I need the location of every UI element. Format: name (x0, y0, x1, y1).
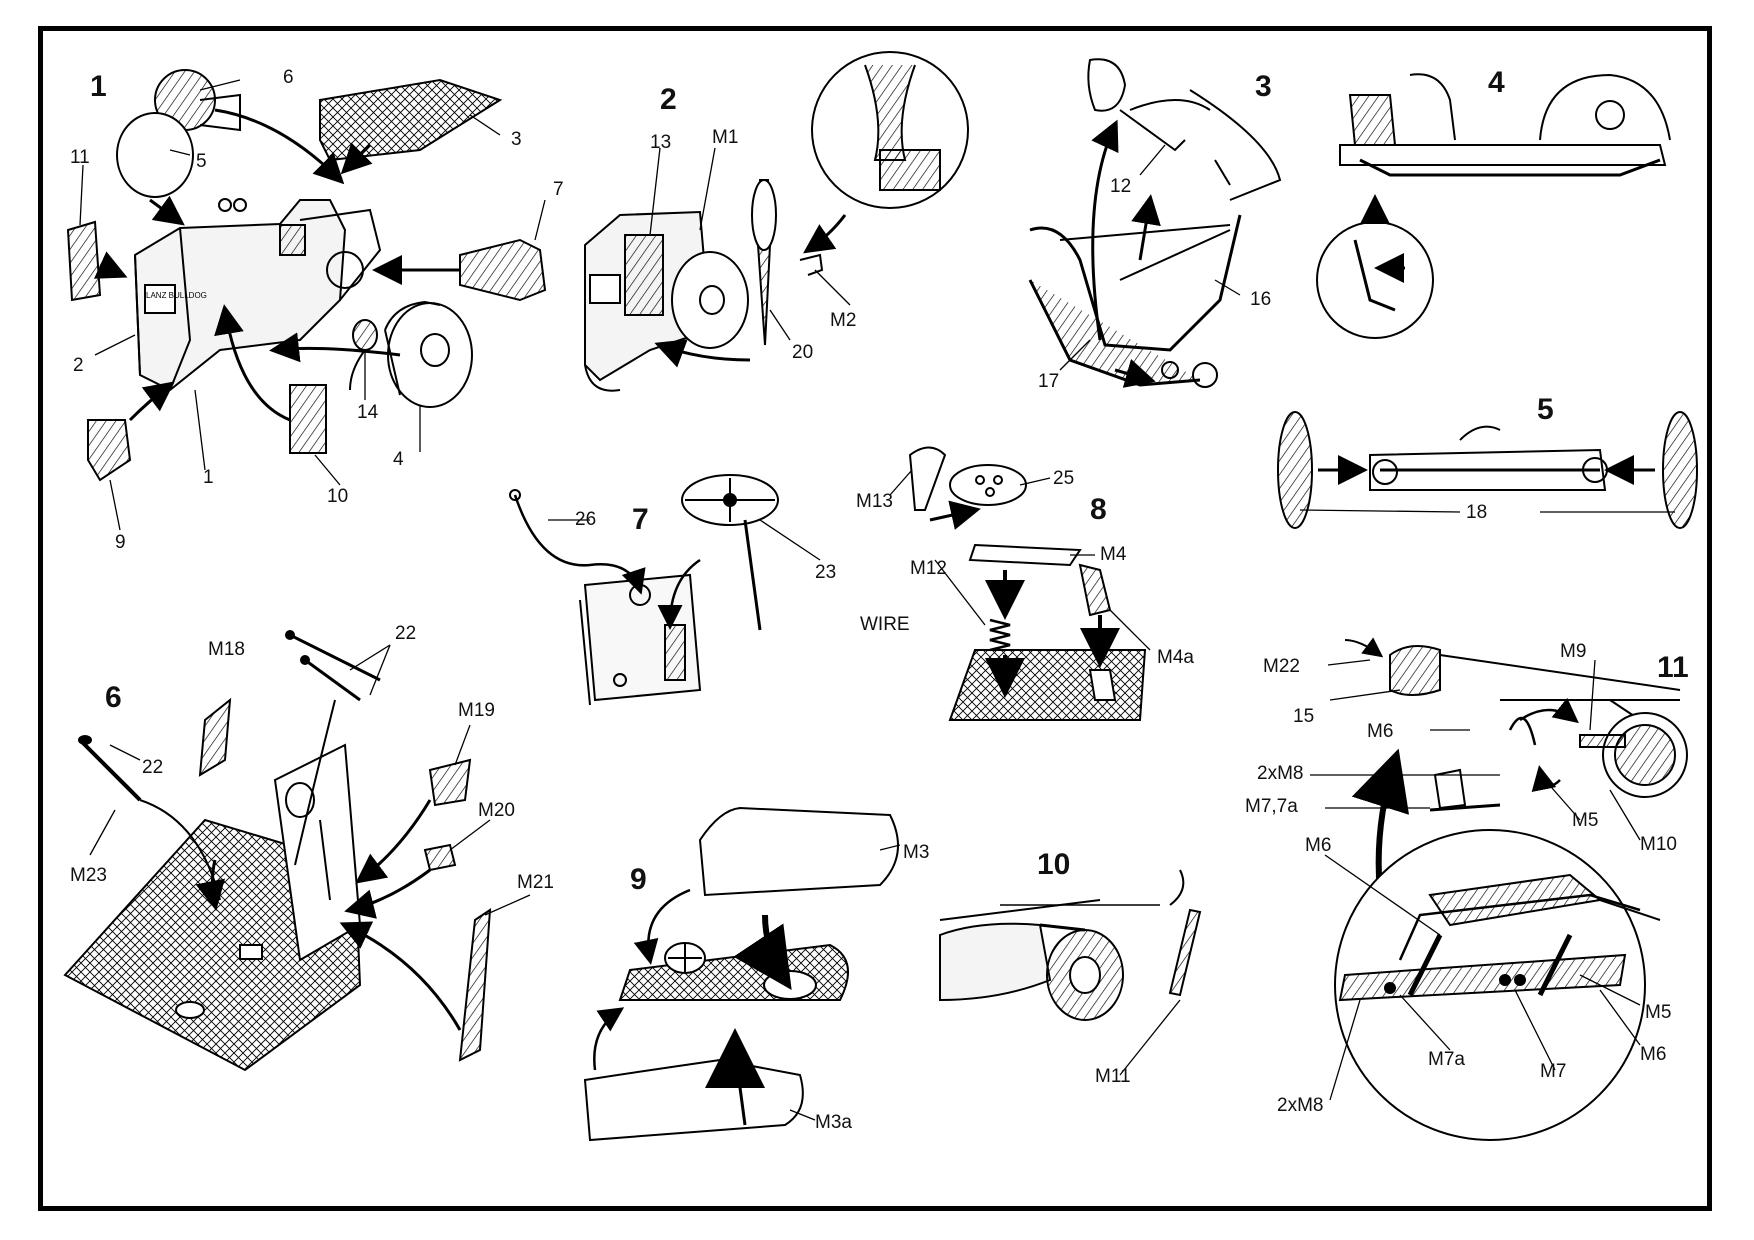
part-label-M23: M23 (70, 865, 107, 886)
step-number-6: 6 (105, 681, 122, 714)
part-label-4: 4 (393, 449, 404, 470)
part-label-M19: M19 (458, 700, 495, 721)
part-label-22-left: 22 (142, 757, 164, 778)
part-label-wire: WIRE (860, 614, 910, 635)
seat (949, 464, 1027, 506)
step-number-11: 11 (1657, 651, 1689, 684)
part-label-26: 26 (575, 509, 597, 530)
step-number-1: 1 (90, 70, 107, 103)
part-label-M20: M20 (478, 800, 515, 821)
step10-drawing (939, 869, 1202, 1076)
part-label-M22: M22 (1263, 656, 1300, 677)
side-cover (66, 220, 102, 302)
pulley-7 (459, 238, 547, 302)
part-label-20: 20 (792, 342, 814, 363)
fender-M3a (583, 1058, 804, 1142)
part-label-M9: M9 (1560, 641, 1587, 662)
part-label-18: 18 (1466, 502, 1488, 523)
part-label-23: 23 (815, 562, 837, 583)
part-label-M7-7a: M7,7a (1245, 796, 1298, 817)
part-label-9: 9 (115, 532, 126, 553)
right-wheel (1662, 411, 1698, 529)
part-label-M3: M3 (903, 842, 930, 863)
step2-drawing (584, 51, 969, 392)
part-label-2xM8-bottom: 2xM8 (1277, 1095, 1324, 1116)
part-label-M5-top: M5 (1572, 810, 1599, 831)
part-label-M7a: M7a (1428, 1049, 1465, 1070)
part-label-M6-mid: M6 (1305, 835, 1332, 856)
step-number-8: 8 (1090, 493, 1107, 526)
part-label-22-top: 22 (395, 623, 417, 644)
part-14 (352, 319, 378, 351)
step-number-7: 7 (632, 503, 649, 536)
part-label-M7: M7 (1540, 1061, 1567, 1082)
floor-mat (948, 649, 1147, 721)
part-label-13: 13 (650, 132, 672, 153)
part-label-17: 17 (1038, 371, 1060, 392)
part-label-M3a: M3a (815, 1112, 852, 1133)
radiator-grille (289, 384, 327, 454)
part-label-12: 12 (1110, 176, 1132, 197)
flywheel (387, 302, 473, 408)
part-label-2: 2 (73, 355, 84, 376)
part-label-M4: M4 (1100, 544, 1127, 565)
step-number-3: 3 (1255, 70, 1272, 103)
part-label-3: 3 (511, 129, 522, 150)
step3-drawing (1028, 58, 1282, 388)
left-wheel (1277, 411, 1313, 529)
part-label-5: 5 (196, 151, 207, 172)
part-label-6: 6 (283, 67, 294, 88)
part-label-M12: M12 (910, 558, 947, 579)
part-label-M4a: M4a (1157, 647, 1194, 668)
step5-drawing (1277, 411, 1698, 529)
step-number-10: 10 (1037, 848, 1071, 881)
part-label-1: 1 (203, 467, 214, 488)
part-label-16: 16 (1250, 289, 1272, 310)
part-label-M1: M1 (712, 127, 739, 148)
part-label-2xM8-top: 2xM8 (1257, 763, 1304, 784)
part-label-M5-bottom: M5 (1645, 1002, 1672, 1023)
part-label-M6-bottom: M6 (1640, 1044, 1667, 1065)
step7-drawing (509, 474, 821, 706)
step-number-9: 9 (630, 863, 647, 896)
fuel-pump (87, 419, 132, 482)
part-label-M10: M10 (1640, 834, 1677, 855)
detail-circle-4 (1316, 221, 1434, 339)
part-label-15: 15 (1293, 706, 1315, 727)
sheet-border (38, 26, 1712, 1211)
cover-plate (319, 78, 503, 162)
part-label-M18: M18 (208, 639, 245, 660)
step-number-5: 5 (1537, 393, 1554, 426)
part-label-14: 14 (357, 402, 379, 423)
part-label-11: 11 (70, 147, 90, 168)
part-label-10: 10 (327, 486, 349, 507)
part-label-M2: M2 (830, 310, 857, 331)
step6-drawing (63, 630, 531, 1072)
part-label-M21: M21 (517, 872, 554, 893)
part-label-7: 7 (553, 179, 564, 200)
step8-drawing (889, 446, 1151, 721)
step-number-4: 4 (1488, 66, 1505, 99)
filter-cap (116, 112, 194, 198)
step4-drawing (1316, 73, 1671, 339)
step11-drawing (1310, 637, 1688, 1141)
step-number-2: 2 (660, 83, 677, 116)
step9-drawing (583, 806, 901, 1142)
part-label-M13: M13 (856, 491, 893, 512)
part-label-M6-top: M6 (1367, 721, 1394, 742)
fender-M3 (698, 806, 899, 897)
engine-plate-text: LANZ BULLDOG (146, 291, 207, 300)
part-label-M11: M11 (1095, 1066, 1131, 1087)
step1-drawing: LANZ BULLDOG (66, 69, 547, 531)
part-label-25: 25 (1053, 468, 1075, 489)
